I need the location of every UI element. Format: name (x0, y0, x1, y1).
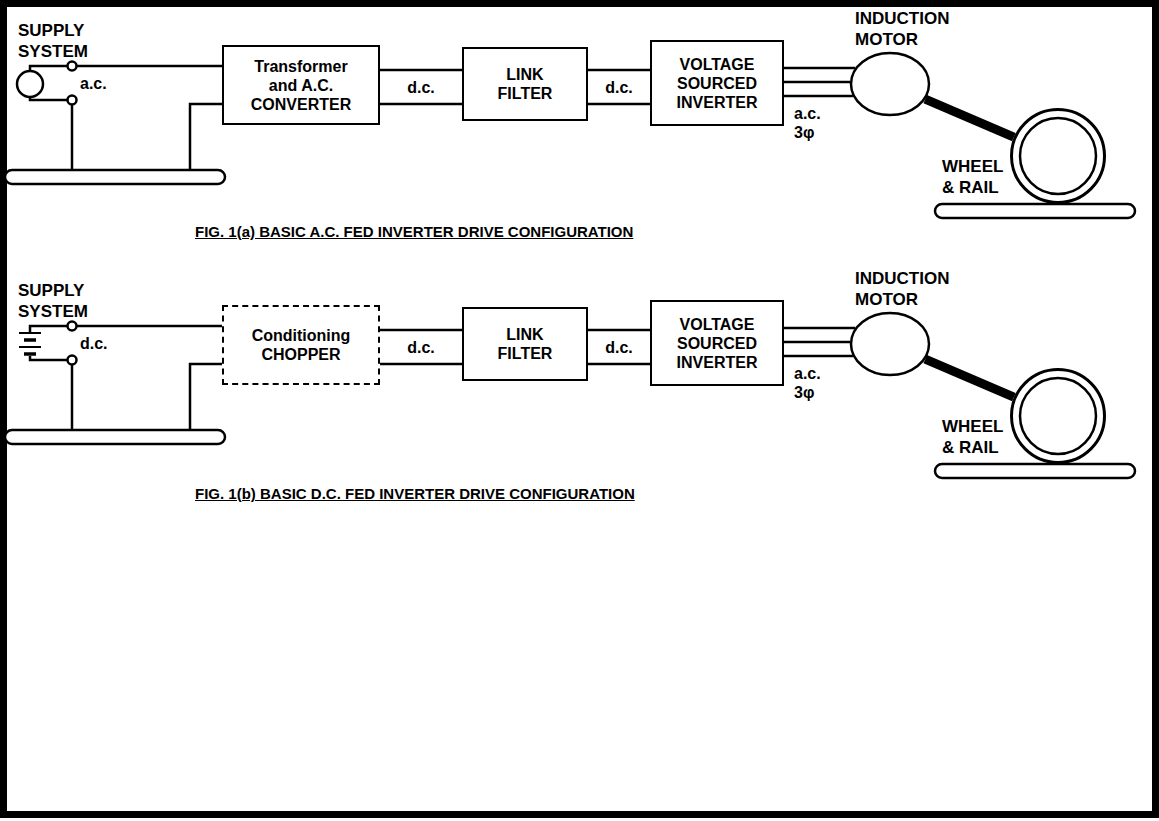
node-outline (1010, 368, 1106, 464)
motor-symbol: INDUCTION MOTOR (850, 312, 930, 376)
supply-type-label: a.c. (80, 74, 107, 93)
outer-frame (4, 4, 1156, 815)
motor-outline (851, 313, 929, 375)
source-lead (30, 358, 72, 360)
motor-symbol: INDUCTION MOTOR (850, 52, 930, 116)
terminal (68, 356, 77, 365)
earth-wire (71, 100, 74, 170)
figure-caption: FIG. 1(b) BASIC D.C. FED INVERTER DRIVE … (195, 484, 635, 503)
box-label: Transformer and A.C. CONVERTER (244, 57, 358, 114)
supply-wire (30, 326, 222, 330)
supply-wire (380, 70, 462, 104)
rail (935, 464, 1135, 478)
supply-wire (588, 70, 650, 104)
terminal (68, 96, 77, 105)
wheel-tyre (1012, 110, 1105, 203)
supply-wire (380, 330, 462, 364)
rail (5, 430, 225, 444)
terminal (68, 322, 77, 331)
battery-symbol: SUPPLY SYSTEM (16, 330, 44, 358)
process-box: LINK FILTER (462, 47, 588, 121)
box-label: LINK FILTER (484, 65, 566, 103)
wire-label: a.c. 3φ (794, 104, 834, 142)
node-outline (850, 52, 930, 116)
node-outline (16, 70, 44, 98)
process-box: VOLTAGE SOURCED INVERTER (650, 40, 784, 126)
battery-plate (19, 332, 41, 334)
supply-wire (784, 68, 855, 96)
process-box: VOLTAGE SOURCED INVERTER (650, 300, 784, 386)
wire-label: d.c. (405, 78, 437, 97)
ac-source-symbol: SUPPLY SYSTEM (16, 70, 44, 98)
supply-wire (30, 66, 222, 70)
rail (935, 204, 1135, 218)
box-label: LINK FILTER (484, 325, 566, 363)
supply-wire (784, 328, 855, 356)
source-lead (30, 98, 72, 100)
symbol-heading: INDUCTION MOTOR (855, 8, 967, 50)
node-outline (16, 330, 44, 358)
process-box: Conditioning CHOPPER (222, 305, 380, 385)
symbol-heading: SUPPLY SYSTEM (18, 280, 102, 322)
source-circle (17, 71, 43, 97)
wheel-symbol: WHEEL & RAIL (1010, 368, 1106, 464)
return-wire (190, 104, 222, 170)
box-label: VOLTAGE SOURCED INVERTER (657, 55, 777, 112)
motor-outline (851, 53, 929, 115)
symbol-heading: WHEEL & RAIL (942, 156, 1008, 198)
supply-wire (588, 330, 650, 364)
node-outline (850, 312, 930, 376)
wire-label: d.c. (405, 338, 437, 357)
return-wire (190, 364, 222, 430)
wheel-symbol: WHEEL & RAIL (1010, 108, 1106, 204)
process-box: Transformer and A.C. CONVERTER (222, 45, 380, 125)
wheel-tyre (1012, 370, 1105, 463)
process-box: LINK FILTER (462, 307, 588, 381)
box-label: Conditioning CHOPPER (244, 326, 358, 364)
wheel-rim (1020, 378, 1096, 454)
battery-plate (19, 346, 41, 348)
motor-shaft (925, 359, 1014, 397)
battery-plate (24, 352, 36, 356)
supply-type-label: d.c. (80, 334, 108, 353)
box-label: VOLTAGE SOURCED INVERTER (657, 315, 777, 372)
node-outline (1010, 108, 1106, 204)
wire-label: d.c. (603, 338, 635, 357)
battery-plate (24, 338, 36, 342)
earth-wire (71, 360, 74, 430)
wheel-rim (1020, 118, 1096, 194)
wire-label: a.c. 3φ (794, 364, 834, 402)
rail (5, 170, 225, 184)
figure-caption: FIG. 1(a) BASIC A.C. FED INVERTER DRIVE … (195, 222, 633, 241)
symbol-heading: WHEEL & RAIL (942, 416, 1008, 458)
wire-label: d.c. (603, 78, 635, 97)
terminal (68, 62, 77, 71)
motor-shaft (925, 99, 1014, 137)
symbol-heading: SUPPLY SYSTEM (18, 20, 102, 62)
symbol-heading: INDUCTION MOTOR (855, 268, 967, 310)
